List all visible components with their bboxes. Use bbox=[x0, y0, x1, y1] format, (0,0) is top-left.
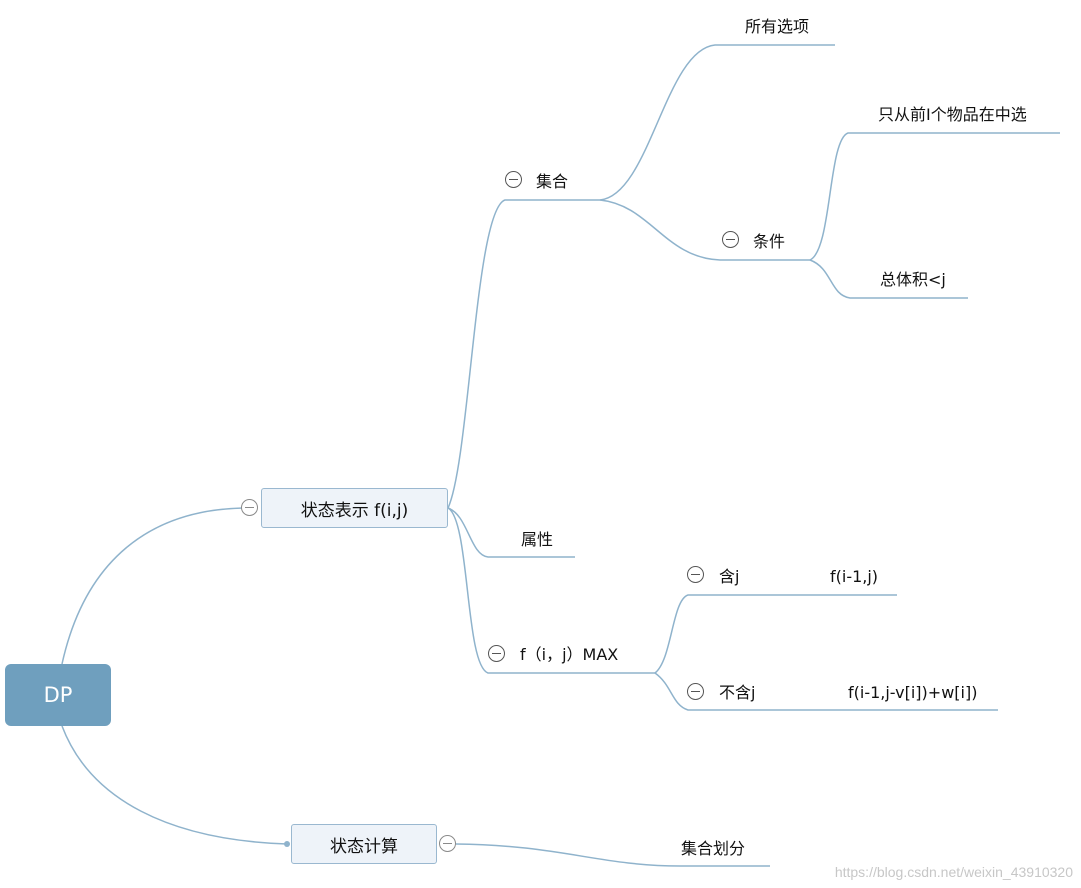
collapse-icon[interactable] bbox=[439, 835, 456, 852]
connector-dot bbox=[284, 841, 290, 847]
node-total-volume[interactable]: 总体积<j bbox=[880, 270, 946, 289]
node-state-calculation[interactable]: 状态计算 bbox=[291, 824, 437, 864]
connector-fmax-with bbox=[654, 594, 897, 674]
collapse-icon[interactable] bbox=[505, 171, 522, 188]
connector-fmax-without bbox=[654, 672, 998, 711]
node-without-j-formula[interactable]: f(i-1,j-v[i])+w[i]) bbox=[848, 683, 978, 702]
connector-set-cond bbox=[599, 199, 810, 261]
watermark: https://blog.csdn.net/weixin_43910320 bbox=[834, 864, 1073, 880]
node-f-max[interactable]: f（i，j）MAX bbox=[520, 645, 619, 664]
collapse-icon[interactable] bbox=[687, 683, 704, 700]
collapse-icon[interactable] bbox=[241, 499, 258, 516]
connector-state-attr bbox=[447, 507, 575, 558]
connector-state-fmax bbox=[447, 507, 655, 674]
connector-state-set bbox=[447, 199, 600, 509]
connector-set-all bbox=[599, 44, 835, 201]
connector-root-state-repr bbox=[61, 507, 244, 665]
node-attribute[interactable]: 属性 bbox=[521, 530, 554, 549]
node-only-first-i[interactable]: 只从前I个物品在中选 bbox=[878, 105, 1027, 124]
node-set[interactable]: 集合 bbox=[536, 172, 569, 191]
node-all-options[interactable]: 所有选项 bbox=[745, 17, 810, 36]
connector-cond-vol bbox=[809, 259, 968, 299]
node-without-j[interactable]: 不含j bbox=[719, 683, 756, 702]
collapse-icon[interactable] bbox=[722, 231, 739, 248]
connector-root-state-calc bbox=[61, 725, 288, 845]
collapse-icon[interactable] bbox=[488, 645, 505, 662]
node-state-representation[interactable]: 状态表示 f(i,j) bbox=[261, 488, 448, 528]
collapse-icon[interactable] bbox=[687, 566, 704, 583]
node-condition[interactable]: 条件 bbox=[753, 232, 786, 251]
connector-cond-first bbox=[809, 132, 1060, 261]
node-with-j-formula[interactable]: f(i-1,j) bbox=[830, 567, 879, 586]
node-with-j[interactable]: 含j bbox=[719, 567, 740, 586]
node-set-partition[interactable]: 集合划分 bbox=[681, 839, 746, 858]
root-node-dp[interactable]: DP bbox=[5, 664, 111, 726]
connector-calc-partition bbox=[455, 843, 770, 867]
